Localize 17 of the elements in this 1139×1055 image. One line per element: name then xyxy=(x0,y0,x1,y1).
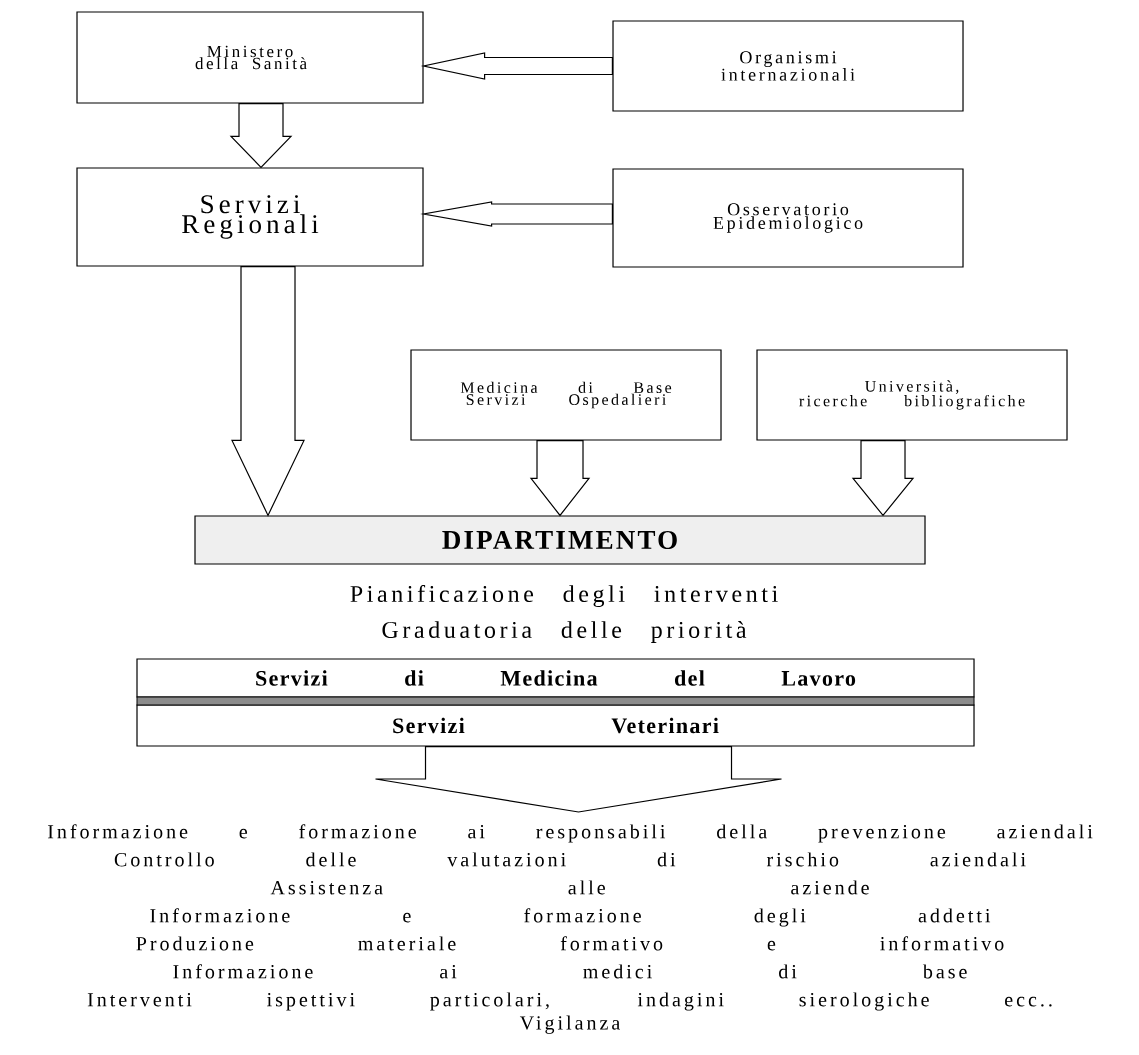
caption-text: Graduatoria delle priorità xyxy=(382,621,747,643)
block-arrow xyxy=(851,440,915,517)
block-arrow xyxy=(374,746,783,813)
activity-list: Informazione e formazione ai responsabili della prevenzione aziendali Controllo delle valutazioni di rischio aziendali Assistenza alle aziende Informazione e formazione degli addetti Produzione materiale formativo e informativo Informazione ai medici di base Interventi ispettivi particolari, indagini sierologiche ecc.. Vigilanza xyxy=(48,824,1093,1034)
block-arrow xyxy=(529,440,591,517)
organization-box: Organismi internazionali xyxy=(612,20,964,112)
block-arrow xyxy=(231,266,305,517)
block-arrow xyxy=(229,103,293,169)
block-arrow xyxy=(420,52,613,80)
source-box: Università, ricerche bibliografiche xyxy=(756,349,1068,441)
organization-box: Osservatorio Epidemiologico xyxy=(612,168,964,268)
caption-text: Pianificazione degli interventi xyxy=(350,585,778,608)
organization-box: Servizi Regionali xyxy=(76,167,424,267)
block-arrow xyxy=(420,201,613,227)
source-box: Medicina di Base Servizi Ospedalieri xyxy=(410,349,722,441)
department-box: DIPARTIMENTO xyxy=(194,515,926,565)
organization-box: Ministero della Sanità xyxy=(76,11,424,104)
